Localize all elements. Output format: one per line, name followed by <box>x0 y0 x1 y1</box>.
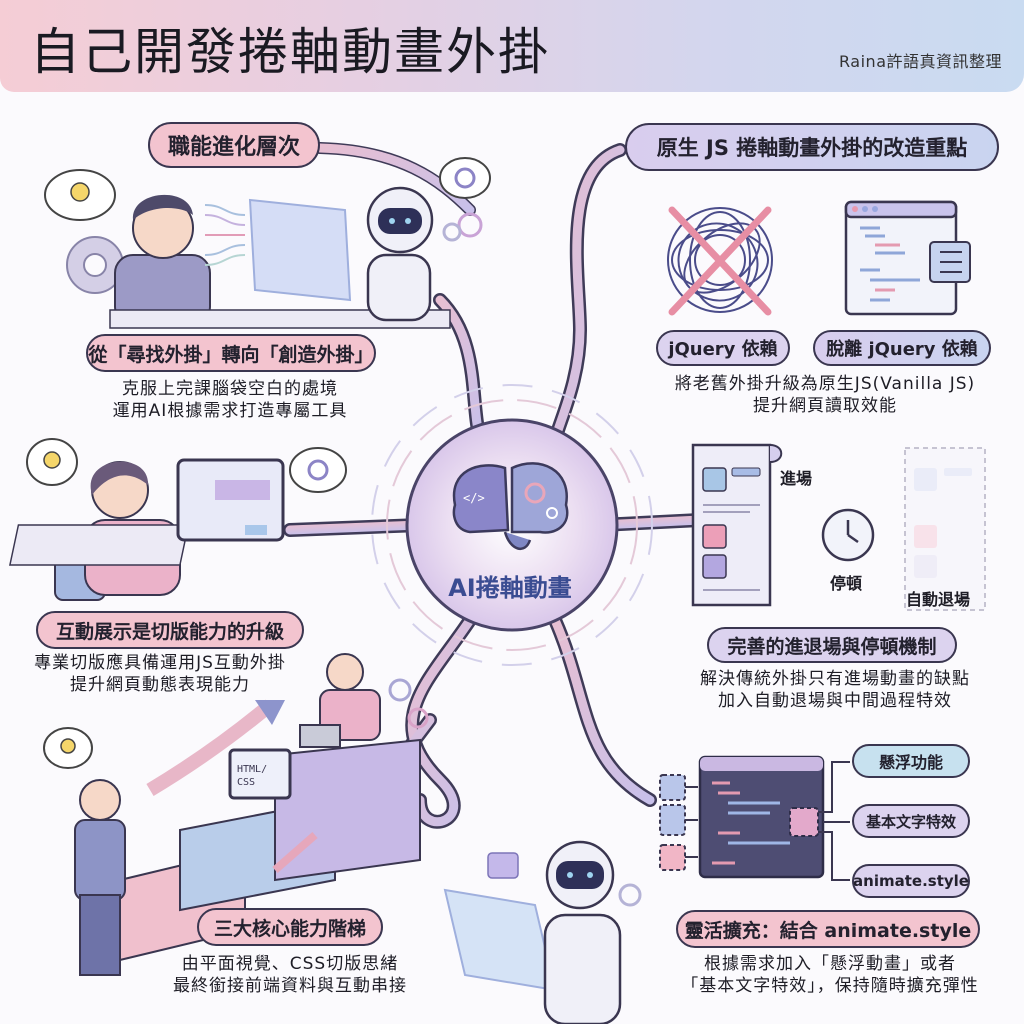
svg-text:</>: </> <box>463 491 485 505</box>
enter-scroll-icon <box>691 443 783 607</box>
vanilla-line-1: 將老舊外掛升級為原生JS(Vanilla JS) <box>674 374 976 394</box>
cross-icon <box>668 206 772 316</box>
vanilla-heading: 原生 JS 捲軸動畫外掛的改造重點 <box>625 123 999 171</box>
extend-line-1: 根據需求加入「懸浮動畫」或者 <box>704 954 956 974</box>
career-description: 克服上完課腦袋空白的處境 運用AI根據需求打造專屬工具 <box>100 378 360 422</box>
career-subheading: 從「尋找外掛」轉向「創造外掛」 <box>86 334 376 372</box>
brain-icon: </> <box>452 462 569 551</box>
interactive-description: 專業切版應具備運用JS互動外掛 提升網頁動態表現能力 <box>20 652 300 696</box>
career-heading: 職能進化層次 <box>148 122 320 168</box>
jquery-illustration <box>667 200 971 316</box>
ladder-line-2: 最終銜接前端資料與互動串接 <box>173 976 407 996</box>
vanilla-description: 將老舊外掛升級為原生JS(Vanilla JS) 提升網頁讀取效能 <box>640 373 1010 417</box>
interactive-line-2: 提升網頁動態表現能力 <box>70 675 250 695</box>
extend-heading: 靈活擴充：結合 animate.style <box>676 910 980 948</box>
pause-label: 停頓 <box>830 574 863 593</box>
lifecycle-heading: 完善的進退場與停頓機制 <box>707 627 957 663</box>
career-line-2: 運用AI根據需求打造專屬工具 <box>112 401 348 421</box>
career-line-1: 克服上完課腦袋空白的處境 <box>122 379 338 399</box>
vanilla-line-2: 提升網頁讀取效能 <box>753 396 897 416</box>
lifecycle-line-1: 解決傳統外掛只有進場動畫的缺點 <box>700 669 970 689</box>
clock-icon <box>821 508 875 562</box>
career-illustration <box>44 157 491 329</box>
html-css-text: HTML/ <box>237 764 267 775</box>
lifecycle-line-2: 加入自動退場與中間過程特效 <box>718 691 952 711</box>
exit-scroll-icon <box>904 447 986 611</box>
center-topic-label: AI捲軸動畫 <box>448 574 572 602</box>
ladder-heading: 三大核心能力階梯 <box>197 908 383 946</box>
center-hub: </> <box>371 384 653 666</box>
animate-style-label: animate.style <box>852 864 970 898</box>
interactive-heading: 互動展示是切版能力的升級 <box>36 611 304 649</box>
ladder-description: 由平面視覺、CSS切版思緒 最終銜接前端資料與互動串接 <box>160 953 420 997</box>
page-title: 自己開發捲軸動畫外掛 <box>30 23 550 81</box>
extend-line-2: 「基本文字特效」，保持隨時擴充彈性 <box>681 976 979 996</box>
extend-description: 根據需求加入「懸浮動畫」或者 「基本文字特效」，保持隨時擴充彈性 <box>665 953 995 997</box>
ladder-line-1: 由平面視覺、CSS切版思緒 <box>181 954 399 974</box>
interactive-illustration <box>8 438 347 601</box>
text-effect-label: 基本文字特效 <box>852 804 970 838</box>
lifecycle-illustration <box>691 443 986 611</box>
lifecycle-description: 解決傳統外掛只有進場動畫的缺點 加入自動退場與中間過程特效 <box>680 668 990 712</box>
extend-illustration <box>659 755 850 881</box>
header-banner: 自己開發捲軸動畫外掛 Raina許語真資訊整理 <box>0 0 1024 92</box>
exit-label: 自動退場 <box>906 590 971 609</box>
author-credit: Raina許語真資訊整理 <box>839 52 1002 71</box>
robot-illustration <box>443 840 642 1024</box>
hover-feature-label: 懸浮功能 <box>852 744 970 778</box>
interactive-line-1: 專業切版應具備運用JS互動外掛 <box>34 653 286 673</box>
enter-label: 進場 <box>780 469 813 488</box>
code-window-icon <box>844 200 971 316</box>
no-jquery-label: 脫離 jQuery 依賴 <box>813 330 991 366</box>
svg-text:CSS: CSS <box>237 777 255 788</box>
jquery-dependency-label: jQuery 依賴 <box>656 330 790 366</box>
